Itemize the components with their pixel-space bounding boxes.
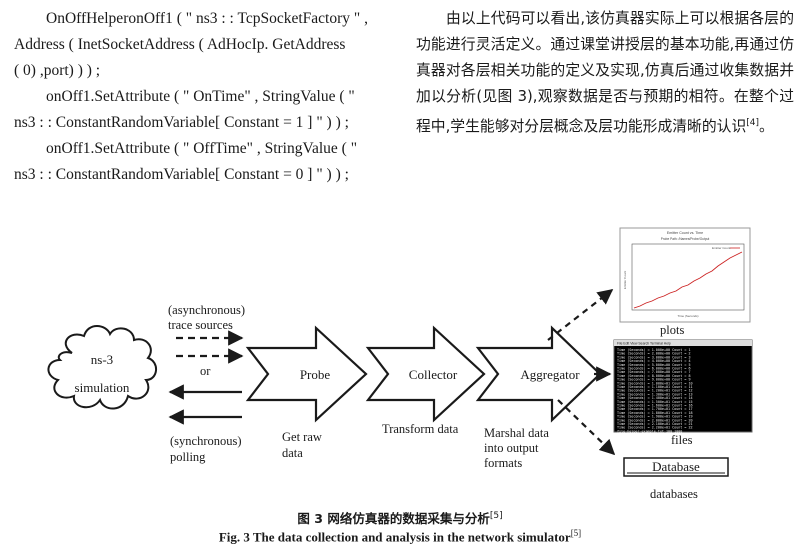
terminal-line: Time (Seconds) = 3.000e+00 Count = 3 <box>617 355 691 359</box>
code-line: ( 0) ,port) ) ) ; <box>14 62 101 79</box>
code-line: ns3 : : ConstantRandomVariable[ Constant… <box>14 114 349 131</box>
body-paragraph: 由以上代码可以看出,该仿真器实际上可以根据各层的功能进行灵活定义。通过课堂讲授层… <box>416 6 794 140</box>
figure-caption-cn: 图 3 网络仿真器的数据采集与分析[5] <box>297 510 503 526</box>
terminal-line: Time (Seconds) = 8.000e+00 Count = 8 <box>617 374 691 378</box>
get-raw-line2: data <box>282 446 303 460</box>
probe-arrow-shape <box>245 325 368 423</box>
cloud-shape <box>47 325 157 410</box>
paragraph-text: 由以上代码可以看出,该仿真器实际上可以根据各层的功能进行灵活定义。通过课堂讲授层… <box>416 10 794 135</box>
terminal-line: Time (Seconds) = 2.200e+01 Count = 22 <box>617 426 693 430</box>
terminal-line: Time (Seconds) = 1.900e+01 Count = 19 <box>617 415 693 419</box>
or-label: or <box>200 364 211 378</box>
plot-ylabel: Emitter Count <box>623 271 627 290</box>
terminal-line: Time (Seconds) = 2.100e+01 Count = 21 <box>617 422 693 426</box>
plot-xlabel: Time (Seconds) <box>677 314 698 318</box>
terminal-line: Time (Seconds) = 1.400e+01 Count = 14 <box>617 396 693 400</box>
terminal-line: Time (Seconds) = 1.000e+00 Count = 1 <box>617 348 691 352</box>
code-line: onOff1.SetAttribute ( " OnTime" , String… <box>46 88 355 105</box>
terminal-line: Time (Seconds) = 2.000e+00 Count = 2 <box>617 352 691 356</box>
code-line: ns3 : : ConstantRandomVariable[ Constant… <box>14 166 349 183</box>
terminal-line: Time (Seconds) = 2.000e+01 Count = 20 <box>617 418 693 422</box>
code-line: OnOffHelperonOff1 ( " ns3 : : TcpSocketF… <box>46 10 368 27</box>
collector-label: Collector <box>409 367 458 382</box>
terminal-line: Time (Seconds) = 1.600e+01 Count = 16 <box>617 404 693 408</box>
sync-label-line1: (synchronous) <box>170 434 242 448</box>
transform-label: Transform data <box>382 422 459 436</box>
terminal-line: Time (Seconds) = 1.300e+01 Count = 13 <box>617 392 693 396</box>
cloud-label-line2: simulation <box>75 380 130 395</box>
code-line: onOff1.SetAttribute ( " OffTime" , Strin… <box>46 140 358 157</box>
paragraph-end: 。 <box>759 117 774 135</box>
terminal-line: Time (Seconds) = 1.500e+01 Count = 15 <box>617 400 693 404</box>
terminal-line: file-helper-example.txt 100 1000 <box>617 429 682 433</box>
plot-subtitle: Probe Path: /Names/Probe/Output <box>661 237 710 241</box>
terminal-line: Time (Seconds) = 1.100e+01 Count = 11 <box>617 385 693 389</box>
terminal-line: Time (Seconds) = 4.000e+00 Count = 4 <box>617 359 691 363</box>
terminal-line: Time (Seconds) = 1.000e+01 Count = 10 <box>617 381 693 385</box>
cloud-label-line1: ns-3 <box>91 352 113 367</box>
arrow-to-database <box>557 399 616 456</box>
terminal-thumbnail: File Edit View Search Terminal Help Time… <box>613 339 753 433</box>
code-listing: OnOffHelperonOff1 ( " ns3 : : TcpSocketF… <box>14 6 392 188</box>
collector-arrow-shape <box>365 325 486 423</box>
citation-ref: [4] <box>746 118 759 128</box>
terminal-line: Time (Seconds) = 1.700e+01 Count = 17 <box>617 407 693 411</box>
plot-series-line <box>633 251 743 309</box>
async-label-line2: trace sources <box>168 318 233 332</box>
marshal-line3: formats <box>484 456 522 470</box>
marshal-line1: Marshal data <box>484 426 549 440</box>
aggregator-label: Aggregator <box>520 367 580 382</box>
databases-label: databases <box>650 487 698 501</box>
plots-label: plots <box>660 323 684 337</box>
sync-label-line2: polling <box>170 450 206 464</box>
files-label: files <box>671 433 693 447</box>
marshal-line2: into output <box>484 441 539 455</box>
probe-label: Probe <box>300 367 331 382</box>
data-collection-diagram: ns-3 simulation (asynchronous) trace sou… <box>47 227 753 501</box>
terminal-line: Time (Seconds) = 7.000e+00 Count = 7 <box>617 370 691 374</box>
code-line: Address ( InetSocketAddress ( AdHocIp. G… <box>14 36 346 53</box>
plot-thumbnail: Emitter Count vs. Time Probe Path: /Name… <box>619 227 751 323</box>
plot-legend: Emitter Count <box>712 246 731 250</box>
terminal-line: Time (Seconds) = 1.200e+01 Count = 12 <box>617 389 693 393</box>
get-raw-line1: Get raw <box>282 430 322 444</box>
arrow-to-plots <box>547 289 614 341</box>
plot-title: Emitter Count vs. Time <box>667 231 703 235</box>
terminal-line: Time (Seconds) = 9.000e+00 Count = 9 <box>617 378 691 382</box>
terminal-line: Time (Seconds) = 6.000e+00 Count = 6 <box>617 367 691 371</box>
aggregator-arrow-shape <box>475 325 602 423</box>
database-label: Database <box>652 459 700 474</box>
terminal-menu: File Edit View Search Terminal Help <box>617 342 671 346</box>
figure-caption-en: Fig. 3 The data collection and analysis … <box>218 528 582 545</box>
database-box <box>623 457 729 477</box>
async-label-line1: (asynchronous) <box>168 303 245 317</box>
terminal-line: Time (Seconds) = 1.800e+01 Count = 18 <box>617 411 693 415</box>
terminal-line: Time (Seconds) = 5.000e+00 Count = 5 <box>617 363 691 367</box>
